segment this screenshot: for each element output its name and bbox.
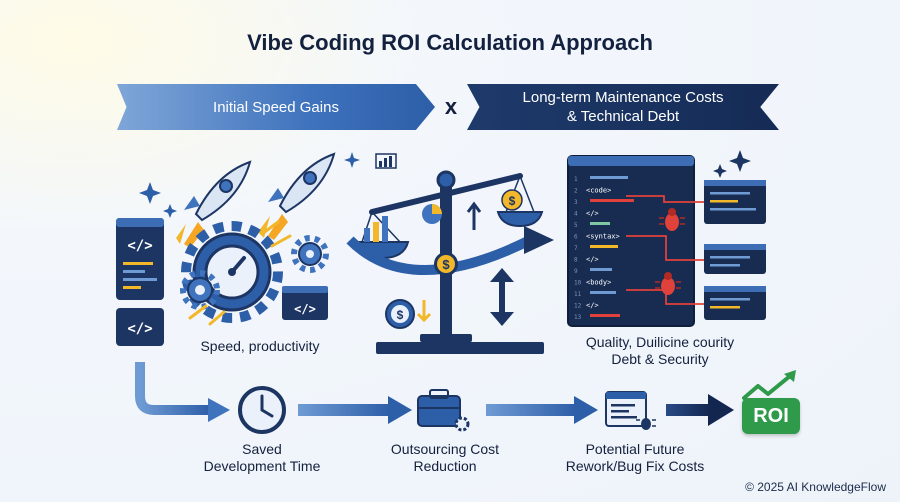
flow-step3-line1: Potential Future xyxy=(585,441,685,457)
gear-icon xyxy=(181,221,283,323)
code-line-number: 5 xyxy=(574,222,578,229)
roi-badge: ROI xyxy=(742,398,800,434)
code-tag: <syntax> xyxy=(586,233,620,241)
flow-step2-line1: Outsourcing Cost xyxy=(390,441,500,457)
banner-right-line2: & Technical Debt xyxy=(566,108,680,125)
code-snippet-window xyxy=(704,244,766,274)
code-line-number: 8 xyxy=(574,257,578,264)
caption-speed: Speed, productivity xyxy=(170,338,350,355)
banner-left-label: Initial Speed Gains xyxy=(213,98,339,116)
code-tag: <body> xyxy=(586,279,611,287)
svg-text:</>: </> xyxy=(294,302,316,316)
dollar-coin-icon: $ xyxy=(434,252,458,276)
flow-arrow-elbow xyxy=(135,362,230,422)
briefcase-icon xyxy=(417,389,470,432)
gear-icon xyxy=(180,270,220,310)
banner-maintenance-costs: Long-term Maintenance Costs & Technical … xyxy=(467,84,779,130)
code-line-number: 6 xyxy=(574,234,578,241)
flow-step2-line2: Reduction xyxy=(413,458,477,474)
code-line-bar xyxy=(590,291,616,294)
code-line-number: 11 xyxy=(574,291,582,298)
svg-text:$: $ xyxy=(442,257,450,272)
svg-text:$: $ xyxy=(397,308,404,322)
speed-lines-icon xyxy=(188,220,292,326)
sparkle-icon xyxy=(139,152,360,218)
balance-scale-icon: $ xyxy=(354,153,544,342)
code-line-number: 3 xyxy=(574,199,578,206)
svg-text:</>: </> xyxy=(127,238,152,254)
page-title: Vibe Coding ROI Calculation Approach xyxy=(247,30,653,55)
sparkle-icon xyxy=(713,150,751,178)
code-line-bar xyxy=(590,222,610,225)
caption-quality-line1: Quality, Duilicine courity xyxy=(585,334,735,350)
code-line-number: 2 xyxy=(574,188,578,195)
flow-step3-line2: Rework/Bug Fix Costs xyxy=(565,458,705,474)
caption-quality: Quality, Duilicine courity Debt & Securi… xyxy=(560,334,760,368)
code-line-number: 13 xyxy=(574,314,582,321)
clock-icon xyxy=(238,386,286,434)
vertical-double-arrow-icon xyxy=(490,268,514,326)
growth-arrow-icon xyxy=(742,370,796,400)
code-line-bar xyxy=(590,245,618,248)
code-editor-panel: 12<code>34</>56<syntax>78</>910<body>111… xyxy=(567,155,695,327)
flow-step1-line1: Saved xyxy=(242,441,282,457)
code-tag: </> xyxy=(586,210,599,218)
browser-code-icon: </> xyxy=(282,286,328,320)
code-snippet-window xyxy=(704,286,766,320)
multiply-operator: x xyxy=(444,94,458,119)
bug-connector-lines xyxy=(626,195,704,305)
code-line-bar xyxy=(590,176,628,179)
caption-quality-line2: Debt & Security xyxy=(611,351,709,367)
banner-initial-speed-gains: Initial Speed Gains xyxy=(117,84,435,130)
code-window-small-icon: </> xyxy=(116,308,164,346)
code-line-number: 7 xyxy=(574,245,578,252)
code-tag: </> xyxy=(586,256,599,264)
flow-arrow xyxy=(298,396,412,424)
code-window-icon: </> xyxy=(116,218,164,300)
base-platform xyxy=(376,342,544,354)
copyright-credit: © 2025 AI KnowledgeFlow xyxy=(745,480,886,494)
code-line-bar xyxy=(590,314,620,317)
banner-right-line1: Long-term Maintenance Costs xyxy=(522,89,724,106)
code-snippet-window xyxy=(704,180,766,224)
bug-icon xyxy=(659,208,685,231)
code-line-number: 9 xyxy=(574,268,578,275)
code-tag: <code> xyxy=(586,187,611,195)
flow-step-rework: Potential Future Rework/Bug Fix Costs xyxy=(550,441,720,475)
dollar-coin-icon: $ xyxy=(385,299,432,329)
code-line-number: 12 xyxy=(574,303,582,310)
banner-right-label: Long-term Maintenance Costs & Technical … xyxy=(523,88,724,126)
flow-step-saved-time: Saved Development Time xyxy=(182,441,342,475)
svg-text:</>: </> xyxy=(127,321,152,337)
code-line-bar xyxy=(590,268,612,271)
bug-icon xyxy=(655,272,681,295)
browser-bug-icon xyxy=(605,391,656,430)
flow-arrow-dark xyxy=(666,394,734,426)
code-line-bar xyxy=(590,199,634,202)
rocket-icon xyxy=(176,160,252,248)
flow-step1-line2: Development Time xyxy=(203,458,321,474)
curved-arrow-icon xyxy=(346,226,554,275)
code-line-number: 1 xyxy=(574,176,578,183)
flow-arrow xyxy=(486,396,598,424)
code-line-number: 10 xyxy=(574,280,582,287)
code-line-number: 4 xyxy=(574,211,578,218)
svg-text:$: $ xyxy=(509,194,516,208)
code-tag: </> xyxy=(586,302,599,310)
gear-icon xyxy=(291,235,329,273)
rocket-icon xyxy=(258,152,336,240)
flow-step-outsourcing: Outsourcing Cost Reduction xyxy=(370,441,520,475)
caption-speed-text: Speed, productivity xyxy=(200,338,320,354)
